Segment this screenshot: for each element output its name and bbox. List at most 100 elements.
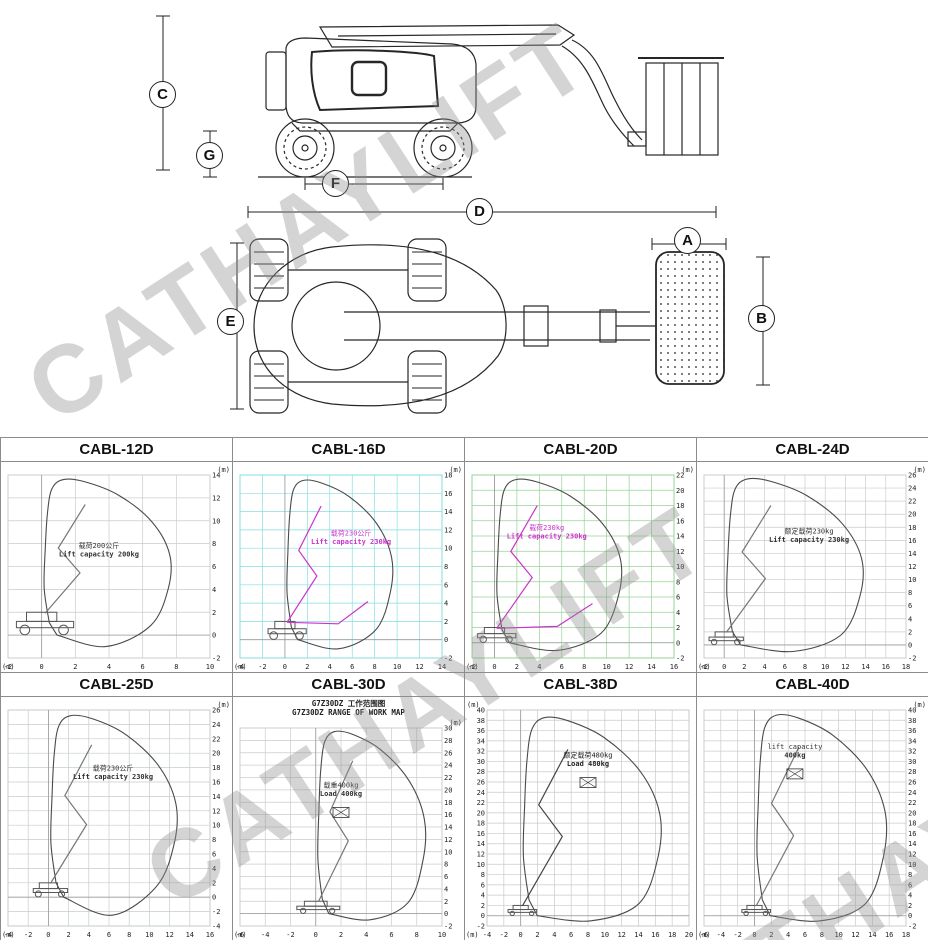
svg-text:-4: -4 [4, 931, 12, 939]
svg-text:-2: -2 [908, 923, 916, 931]
svg-text:6: 6 [908, 602, 912, 610]
svg-text:载重400kg: 载重400kg [323, 780, 358, 789]
svg-text:12: 12 [676, 548, 684, 556]
svg-text:2: 2 [73, 663, 77, 671]
svg-text:2: 2 [515, 663, 519, 671]
svg-text:12: 12 [908, 851, 916, 859]
svg-text:16: 16 [885, 931, 893, 939]
svg-text:4: 4 [444, 600, 448, 608]
svg-text:2: 2 [908, 902, 912, 910]
svg-text:lift capacity: lift capacity [768, 743, 823, 751]
top-view-drawing [249, 238, 725, 414]
svg-text:26: 26 [908, 779, 916, 787]
dim-label-d: D [466, 198, 493, 225]
svg-text:26: 26 [212, 707, 220, 715]
svg-text:20: 20 [685, 931, 693, 939]
svg-text:0: 0 [676, 639, 680, 647]
svg-text:Load 480kg: Load 480kg [567, 760, 609, 768]
svg-text:40: 40 [908, 707, 916, 715]
svg-text:26: 26 [908, 472, 916, 480]
model-title: CABL-16D [233, 438, 464, 462]
svg-text:4: 4 [444, 885, 448, 893]
svg-text:16: 16 [882, 663, 890, 671]
svg-text:6: 6 [389, 931, 393, 939]
svg-text:8: 8 [820, 931, 824, 939]
svg-text:6: 6 [783, 663, 787, 671]
machine-dimension-drawings: C G F D E A B [0, 0, 928, 437]
svg-text:16: 16 [212, 779, 220, 787]
svg-text:-4: -4 [236, 663, 244, 671]
svg-text:8: 8 [373, 663, 377, 671]
svg-text:22: 22 [212, 735, 220, 743]
svg-text:6: 6 [212, 851, 216, 859]
svg-text:10: 10 [908, 861, 916, 869]
svg-text:18: 18 [902, 663, 910, 671]
svg-text:18: 18 [908, 524, 916, 532]
svg-text:18: 18 [902, 931, 910, 939]
svg-text:18: 18 [444, 799, 452, 807]
svg-text:6: 6 [141, 663, 145, 671]
svg-text:6: 6 [803, 931, 807, 939]
svg-text:14: 14 [861, 663, 869, 671]
svg-text:10: 10 [206, 663, 214, 671]
svg-text:2: 2 [305, 663, 309, 671]
svg-text:10: 10 [212, 517, 220, 525]
svg-text:12: 12 [415, 663, 423, 671]
svg-text:10: 10 [444, 545, 452, 553]
svg-text:22: 22 [676, 472, 684, 480]
svg-text:4: 4 [364, 931, 368, 939]
svg-text:(m): (m) [234, 931, 247, 939]
svg-text:-2: -2 [444, 923, 452, 931]
svg-text:0: 0 [314, 931, 318, 939]
svg-text:0: 0 [46, 931, 50, 939]
svg-text:14: 14 [647, 663, 655, 671]
svg-text:14: 14 [444, 824, 452, 832]
svg-text:2: 2 [535, 931, 539, 939]
svg-text:(m): (m) [2, 663, 15, 671]
svg-text:(m): (m) [2, 931, 15, 939]
svg-text:2: 2 [444, 618, 448, 626]
svg-text:-2: -2 [500, 931, 508, 939]
svg-text:12: 12 [444, 836, 452, 844]
side-view-drawing [258, 24, 724, 178]
svg-text:24: 24 [477, 789, 485, 797]
svg-text:(m): (m) [698, 931, 711, 939]
svg-text:34: 34 [477, 737, 485, 745]
svg-text:14: 14 [868, 931, 876, 939]
svg-text:20: 20 [477, 809, 485, 817]
svg-text:8: 8 [212, 540, 216, 548]
svg-text:12: 12 [212, 807, 220, 815]
svg-text:0: 0 [908, 641, 912, 649]
svg-text:8: 8 [444, 563, 448, 571]
svg-text:4: 4 [908, 892, 912, 900]
model-title: CABL-24D [697, 438, 928, 462]
svg-text:18: 18 [668, 931, 676, 939]
svg-text:38: 38 [908, 717, 916, 725]
svg-text:14: 14 [444, 508, 452, 516]
svg-text:2: 2 [908, 628, 912, 636]
svg-text:额定载荷230kg: 额定载荷230kg [785, 527, 834, 536]
svg-text:2: 2 [339, 931, 343, 939]
svg-text:6: 6 [676, 594, 680, 602]
svg-text:8: 8 [586, 931, 590, 939]
dim-label-b: B [748, 305, 775, 332]
svg-text:12: 12 [617, 931, 625, 939]
dim-label-a: A [674, 227, 701, 254]
svg-text:12: 12 [165, 931, 173, 939]
svg-text:-6: -6 [700, 931, 708, 939]
svg-text:20: 20 [444, 786, 452, 794]
svg-text:4: 4 [552, 931, 556, 939]
svg-text:16: 16 [676, 517, 684, 525]
svg-text:8: 8 [908, 589, 912, 597]
dim-label-f: F [322, 170, 349, 197]
svg-text:14: 14 [676, 533, 684, 541]
svg-text:0: 0 [283, 663, 287, 671]
svg-text:24: 24 [908, 789, 916, 797]
svg-text:6: 6 [212, 563, 216, 571]
svg-text:Lift capacity 230kg: Lift capacity 230kg [73, 773, 153, 781]
